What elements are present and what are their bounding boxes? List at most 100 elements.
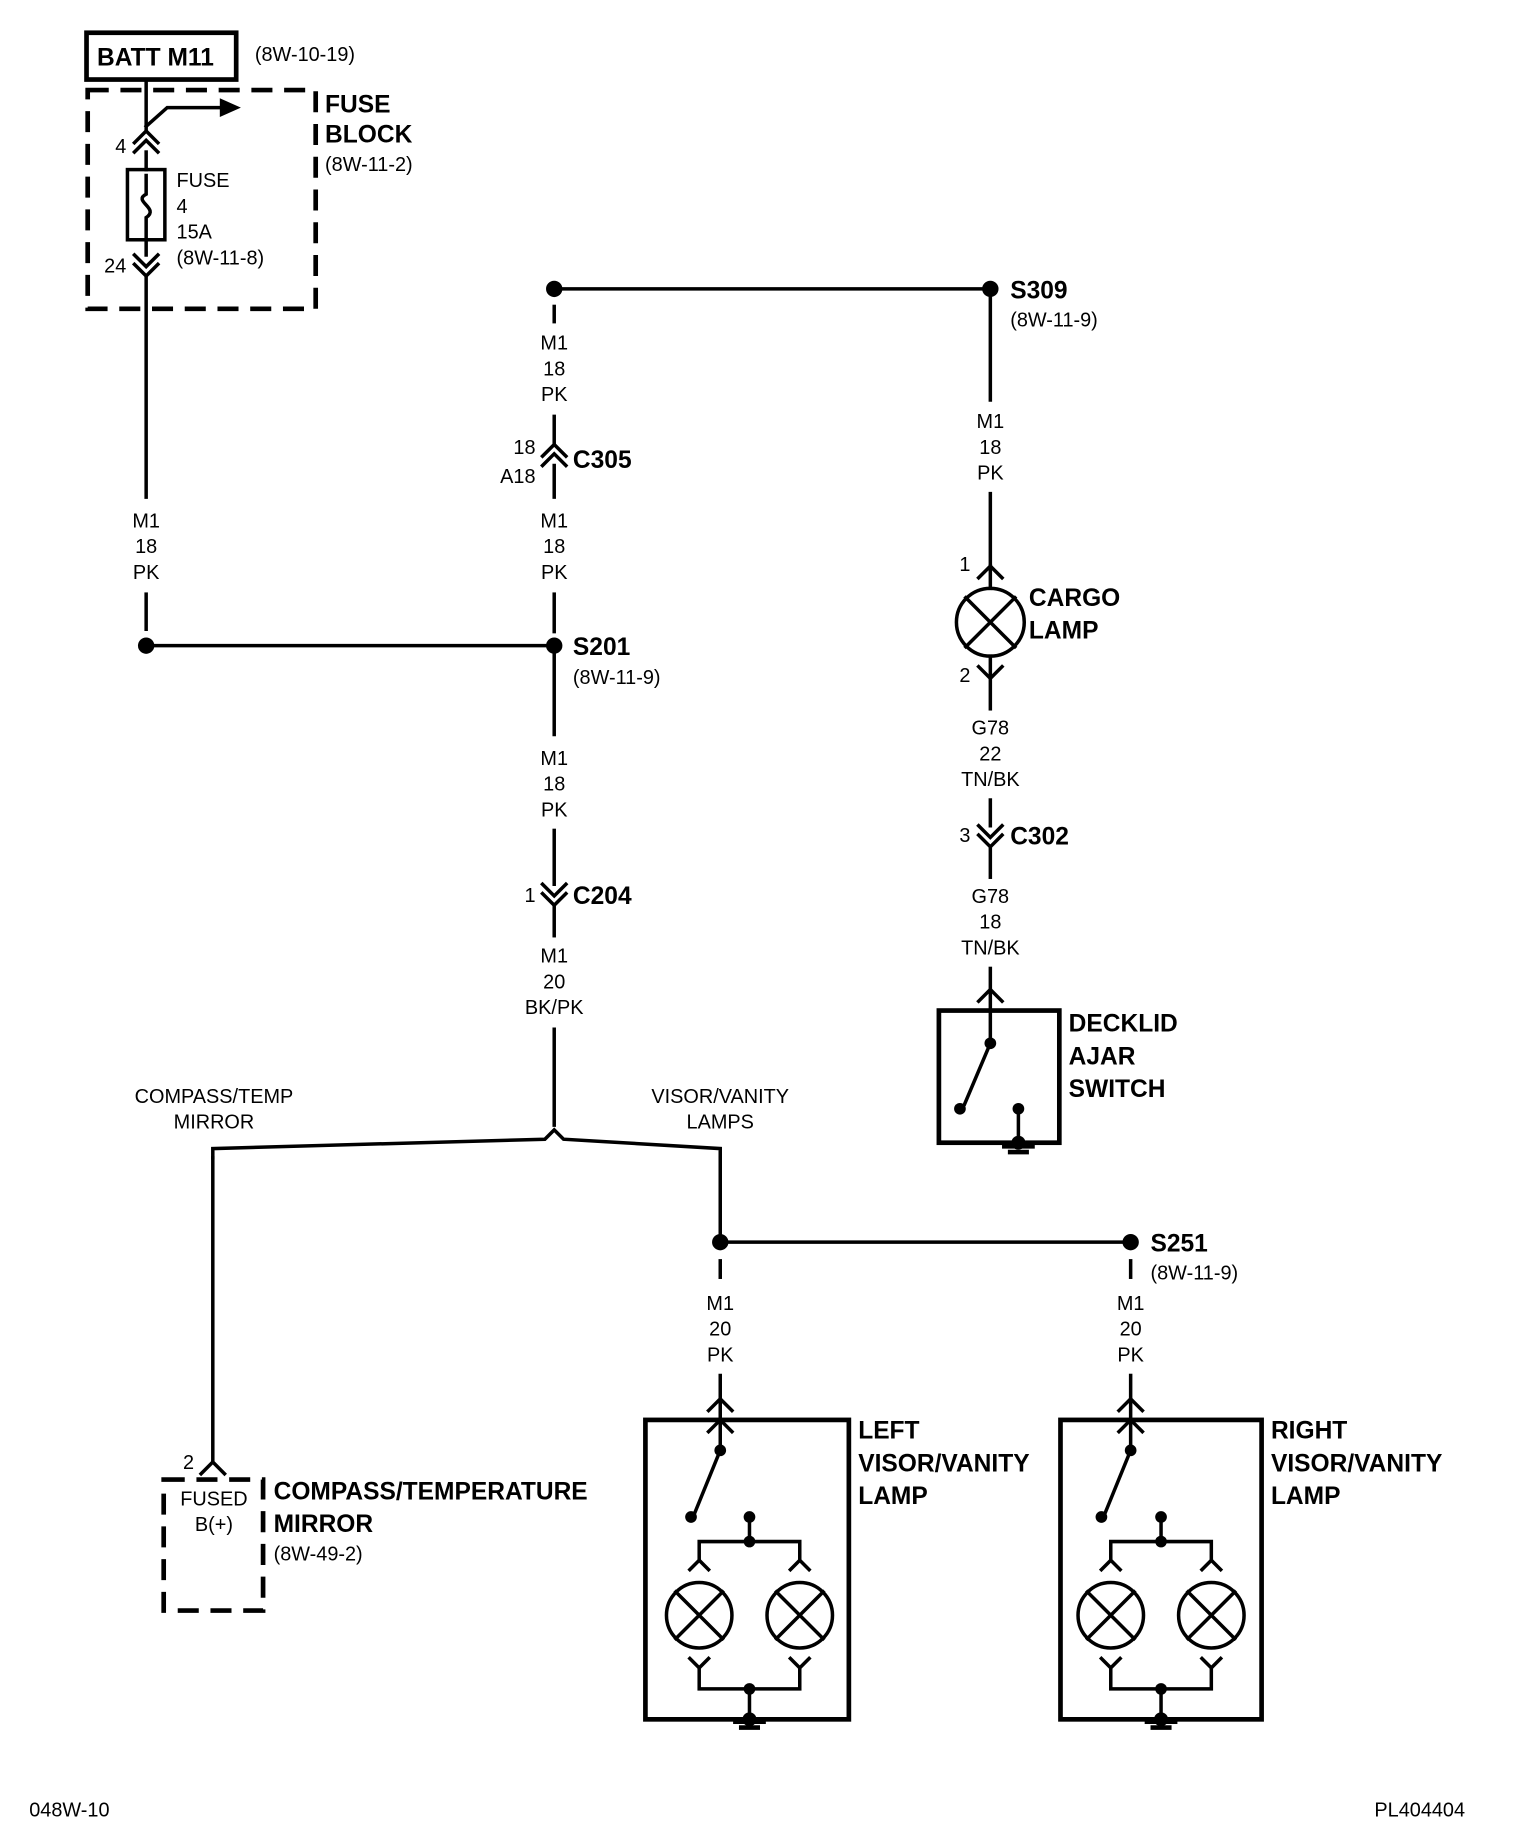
c302-below-wire-color: TN/BK xyxy=(961,937,1020,959)
left-visor-switch-contact-open xyxy=(685,1511,697,1523)
right-visor-lamp-box xyxy=(1058,1417,1264,1722)
branch-visor-label-line1: VISOR/VANITY xyxy=(651,1086,789,1108)
left-visor-bulb2-cross xyxy=(773,1589,826,1642)
c302-below-wire-circuit: G78 xyxy=(972,886,1010,908)
cargo-below-wire-color: TN/BK xyxy=(961,769,1020,791)
left-visor-bulb-top-connectors-icon xyxy=(687,1557,812,1573)
fuse-block-ref: (8W-11-2) xyxy=(325,154,413,176)
s309-down-wire-gauge: 18 xyxy=(979,437,1001,459)
batt-m11-ref: (8W-10-19) xyxy=(255,44,355,66)
right-visor-wire-circuit: M1 xyxy=(1117,1293,1145,1315)
compass-mirror-connector-icon xyxy=(198,1459,227,1477)
decklid-connector-icon xyxy=(976,987,1005,1004)
top-center-wire-gauge: 18 xyxy=(543,358,565,380)
mirror-pin: 2 xyxy=(183,1452,194,1474)
mirror-title-line2: MIRROR xyxy=(274,1511,374,1538)
fuse-block: FUSE BLOCK (8W-11-2) 4 FUSE 4 15A (8W-11… xyxy=(85,77,413,312)
fuse-ref: (8W-11-8) xyxy=(177,247,265,269)
top-center-wire-circuit: M1 xyxy=(540,333,568,355)
below-c204-wire-gauge: 20 xyxy=(543,971,565,993)
fuse-pin-top: 4 xyxy=(115,136,126,158)
right-visor-bulb2-cross xyxy=(1185,1589,1238,1642)
cargo-lamp-bulb-cross xyxy=(963,595,1018,650)
fuse-block-title-line1: FUSE xyxy=(325,91,390,118)
left-main-wire-circuit: M1 xyxy=(132,510,160,532)
left-main-wire-gauge: 18 xyxy=(135,536,157,558)
branch-compass-label-line1: COMPASS/TEMP xyxy=(135,1086,294,1108)
c305-pin-upper: 18 xyxy=(513,437,535,459)
cargo-below-wire-circuit: G78 xyxy=(972,718,1010,740)
branch-visor-label-line2: LAMPS xyxy=(687,1112,754,1134)
decklid-title-line2: AJAR xyxy=(1069,1043,1136,1070)
cargo-lamp-pin-top: 1 xyxy=(959,554,970,576)
right-visor-switch-contact-open xyxy=(1095,1511,1108,1523)
c302-pin: 3 xyxy=(959,825,970,847)
right-visor-switch-icon xyxy=(1102,1448,1133,1516)
right-visor-bulb-top-connectors-icon xyxy=(1098,1557,1224,1573)
left-visor-lamp-title-line2: VISOR/VANITY xyxy=(858,1450,1029,1477)
fuse-block-title-line2: BLOCK xyxy=(325,122,413,149)
cargo-lamp: 1 2 CARGO LAMP xyxy=(954,554,1120,687)
left-visor-switch-icon xyxy=(692,1448,723,1516)
footer-right-code: PL404404 xyxy=(1374,1799,1465,1821)
left-visor-lamp-title-line1: LEFT xyxy=(858,1418,919,1445)
below-c204-wire-color: BK/PK xyxy=(525,997,584,1019)
cargo-lamp-title-line1: CARGO xyxy=(1029,585,1120,612)
cargo-lamp-title-line2: LAMP xyxy=(1029,618,1099,645)
fuse-bottom-connector-icon xyxy=(131,252,161,279)
left-visor-bulb-bottom-connectors-icon xyxy=(687,1656,812,1671)
decklid-ajar-switch: DECKLID AJAR SWITCH xyxy=(936,987,1178,1155)
right-visor-ground-dot xyxy=(1154,1712,1169,1727)
fuse-block-bus-arrow-line xyxy=(143,105,224,129)
fuse-label-line1: FUSE xyxy=(177,170,230,192)
below-c305-wire-circuit: M1 xyxy=(540,510,568,532)
left-visor-bulb2-icon xyxy=(765,1580,835,1650)
fuse-pin-bottom: 24 xyxy=(104,256,126,278)
c302-below-wire-gauge: 18 xyxy=(979,912,1001,934)
mirror-inner-line1: FUSED xyxy=(180,1488,247,1510)
decklid-title-line3: SWITCH xyxy=(1069,1076,1166,1103)
left-visor-ground-dot xyxy=(742,1712,757,1727)
left-visor-wire-gauge: 20 xyxy=(709,1319,731,1341)
s309-ref: (8W-11-9) xyxy=(1010,309,1098,331)
fuse-block-outline xyxy=(85,87,319,312)
below-s201-wire-circuit: M1 xyxy=(540,748,568,770)
right-visor-lamp-title-line1: RIGHT xyxy=(1271,1418,1347,1445)
right-visor-vanity-lamp: RIGHT VISOR/VANITY LAMP xyxy=(1058,1417,1442,1730)
left-visor-bulb1-cross xyxy=(673,1589,726,1642)
mirror-inner-line2: B(+) xyxy=(195,1514,233,1536)
c302-connector-icon xyxy=(976,823,1005,850)
c305-label: C305 xyxy=(573,447,632,474)
left-visor-lamp-box xyxy=(643,1417,852,1722)
mirror-outline xyxy=(161,1477,266,1613)
mirror-title-line1: COMPASS/TEMPERATURE xyxy=(274,1478,588,1505)
connector-c204: 1 C204 xyxy=(524,881,632,910)
fuse-label-line3: 15A xyxy=(177,222,213,244)
fuse-top-connector-icon xyxy=(131,128,161,155)
fuse-label-line2: 4 xyxy=(177,196,188,218)
c204-pin: 1 xyxy=(524,885,535,907)
left-visor-lamp-title-line3: LAMP xyxy=(858,1483,928,1510)
right-visor-bulb-bottom-connectors-icon xyxy=(1098,1656,1224,1671)
cargo-lamp-pin-bottom: 2 xyxy=(959,665,970,687)
batt-m11-box xyxy=(84,30,239,82)
below-s201-wire-gauge: 18 xyxy=(543,774,565,796)
decklid-title-line1: DECKLID xyxy=(1069,1011,1178,1038)
decklid-switch-icon xyxy=(962,1041,993,1107)
s201-label: S201 xyxy=(573,634,630,661)
mirror-ref: (8W-49-2) xyxy=(274,1543,363,1565)
fuse-block-bus-arrowhead xyxy=(219,98,241,117)
c204-connector-icon xyxy=(540,881,569,908)
right-visor-bulb1-cross xyxy=(1084,1589,1137,1642)
footer-left-code: 048W-10 xyxy=(29,1799,109,1821)
s251-ref: (8W-11-9) xyxy=(1151,1263,1239,1285)
right-visor-lamp-title-line3: LAMP xyxy=(1271,1483,1341,1510)
below-s201-wire-color: PK xyxy=(541,799,568,821)
left-visor-wire-circuit: M1 xyxy=(706,1293,734,1315)
right-visor-wire-color: PK xyxy=(1117,1344,1144,1366)
s309-down-wire-circuit: M1 xyxy=(977,411,1005,433)
right-visor-wire-gauge: 20 xyxy=(1120,1319,1142,1341)
below-c204-wire-circuit: M1 xyxy=(540,946,568,968)
right-visor-bulb1-icon xyxy=(1076,1580,1146,1650)
